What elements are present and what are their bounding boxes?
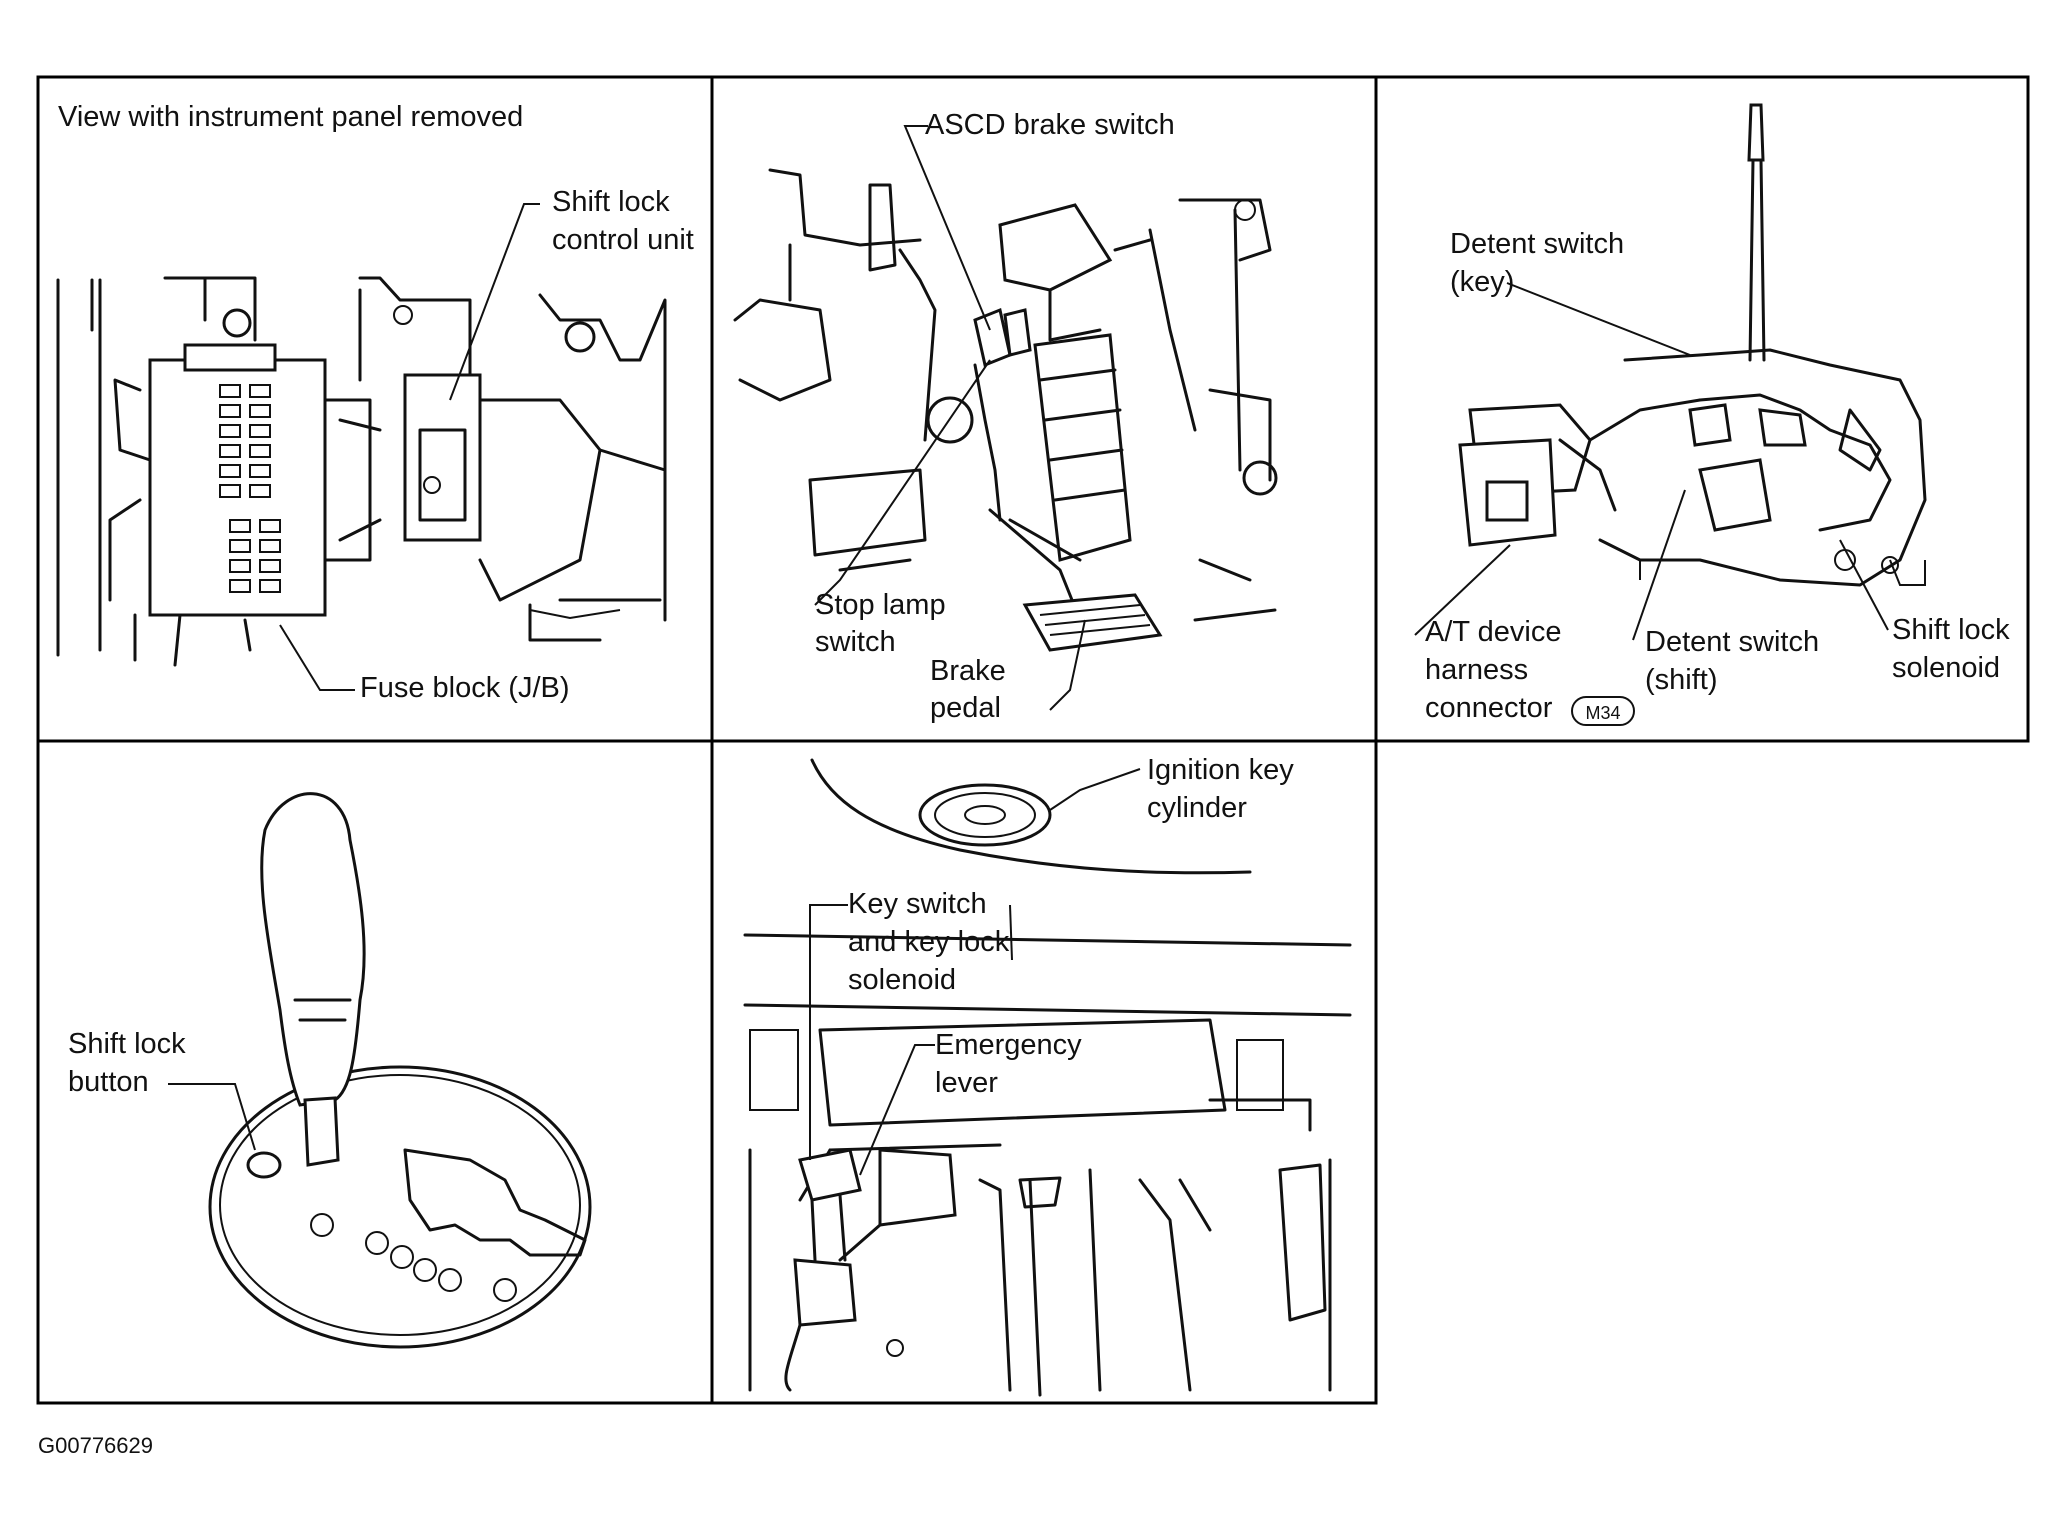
- panel-frame-at-device: [1374, 75, 2030, 743]
- label-ignition-key-cylinder-line2: cylinder: [1147, 792, 1247, 824]
- label-ignition-key-cylinder-line1: Ignition key: [1147, 754, 1294, 786]
- label-detent-switch-shift-line1: Detent switch: [1645, 626, 1820, 658]
- label-stop-lamp-switch-line1: Stop lamp: [815, 589, 946, 621]
- label-fuse-block: Fuse block (J/B): [360, 672, 570, 704]
- label-shift-lock-control-unit-line2: control unit: [552, 224, 694, 256]
- label-detent-switch-key-line2: (key): [1450, 266, 1515, 298]
- at-device-illustration: [1458, 103, 1927, 587]
- label-at-harness-line3: connector: [1425, 692, 1553, 724]
- label-shift-lock-button-line2: button: [68, 1066, 149, 1098]
- panel-heading: View with instrument panel removed: [58, 101, 524, 133]
- label-stop-lamp-switch-line2: switch: [815, 626, 896, 658]
- leader-lines: [168, 125, 1889, 1176]
- label-emergency-lever-line1: Emergency: [935, 1029, 1082, 1061]
- key-cylinder-illustration: [743, 758, 1352, 1397]
- label-shift-lock-solenoid-line1: Shift lock: [1892, 614, 2010, 646]
- label-key-switch-line3: solenoid: [848, 964, 957, 996]
- label-detent-switch-key-line1: Detent switch: [1450, 228, 1625, 260]
- panel-frame-instrument: [36, 75, 714, 743]
- label-brake-pedal-line1: Brake: [930, 655, 1006, 687]
- label-at-harness-line1: A/T device: [1425, 616, 1562, 648]
- label-at-harness-line2: harness: [1425, 654, 1529, 686]
- label-shift-lock-solenoid-line2: solenoid: [1892, 652, 2001, 684]
- panel-frame-key-cylinder: [710, 739, 1378, 1405]
- shift-lever-illustration: [208, 792, 592, 1349]
- label-shift-lock-button-line1: Shift lock: [68, 1028, 186, 1060]
- label-brake-pedal-line2: pedal: [930, 692, 1001, 724]
- label-detent-switch-shift-line2: (shift): [1645, 664, 1718, 696]
- label-key-switch-line2: and key lock: [848, 926, 1010, 958]
- figure-code: G00776629: [38, 1433, 153, 1458]
- instrument-panel-illustration: [56, 276, 667, 667]
- label-ascd-brake-switch: ASCD brake switch: [925, 109, 1175, 141]
- label-emergency-lever-line2: lever: [935, 1067, 998, 1099]
- label-key-switch-line1: Key switch: [848, 888, 987, 920]
- connector-code-badge: M34: [1571, 696, 1635, 726]
- label-shift-lock-control-unit-line1: Shift lock: [552, 186, 670, 218]
- brake-pedal-illustration: [733, 168, 1278, 652]
